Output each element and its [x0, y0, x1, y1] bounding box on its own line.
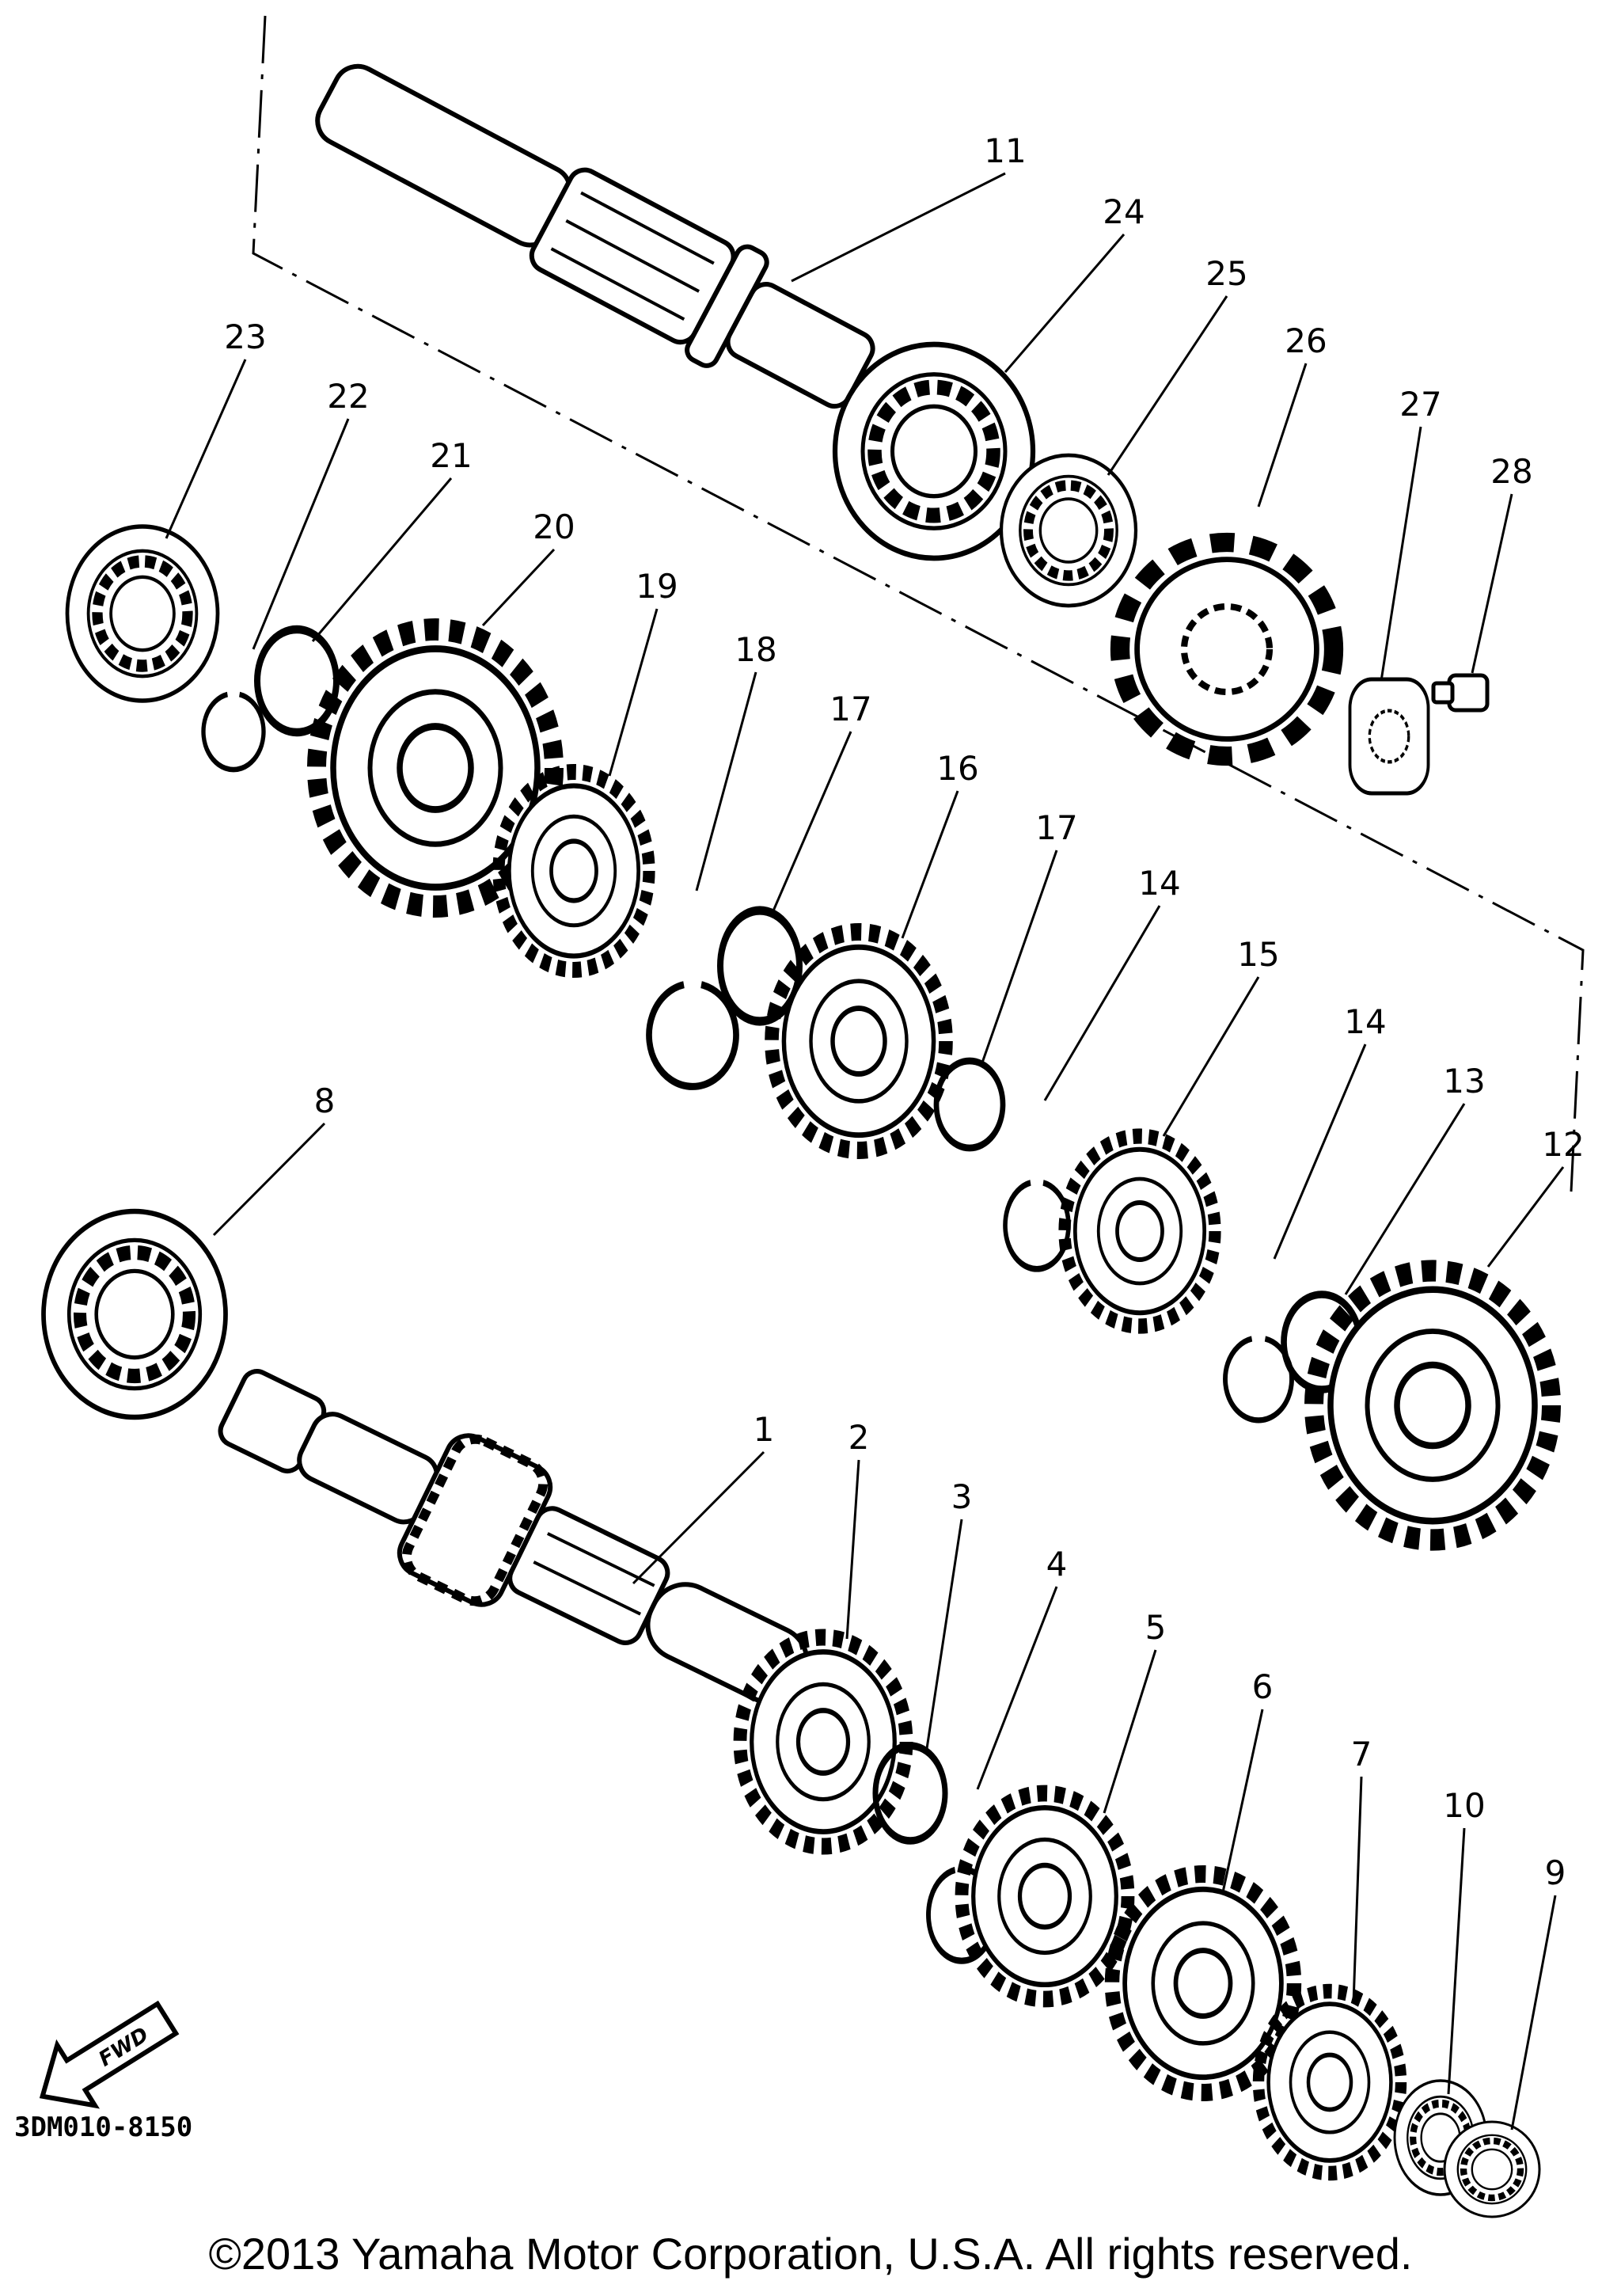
leader-line-c15: [1162, 976, 1260, 1137]
leader-line-c8: [212, 1122, 326, 1237]
washer-3: [875, 1746, 945, 1841]
leader-line-c14b: [1273, 1043, 1367, 1260]
callout-c16: 16: [936, 749, 978, 788]
bearing-8: [44, 1211, 226, 1417]
leader-line-c14a: [1043, 905, 1161, 1101]
callout-c7: 7: [1351, 1735, 1372, 1773]
washer-21: [257, 629, 336, 732]
leader-line-c20: [481, 548, 556, 627]
washer-17b: [936, 1061, 1003, 1148]
leader-line-c2: [845, 1459, 860, 1640]
gear-15: [1065, 1136, 1215, 1326]
callout-c12: 12: [1542, 1125, 1584, 1164]
oil-seal-25: [1001, 455, 1136, 606]
callout-leader-lines: [165, 172, 1565, 2131]
leader-line-c11: [791, 172, 1006, 283]
bearing-23: [67, 526, 218, 701]
leader-line-c24: [1004, 234, 1126, 373]
callout-c24: 24: [1103, 192, 1145, 231]
circlip-18: [649, 985, 736, 1087]
gear-5: [962, 1793, 1128, 1999]
leader-line-c7: [1352, 1776, 1363, 2004]
copyright-notice: ©2013 Yamaha Motor Corporation, U.S.A. A…: [208, 2229, 1413, 2279]
leader-line-c28: [1471, 493, 1513, 674]
callout-c23: 23: [224, 317, 266, 356]
oil-seal-9: [1444, 2122, 1539, 2217]
leader-line-c27: [1380, 426, 1422, 682]
callout-c18: 18: [735, 630, 776, 669]
callout-c20: 20: [533, 507, 575, 546]
callout-c21: 21: [430, 436, 472, 475]
leader-line-c3: [924, 1519, 963, 1754]
gear-7: [1258, 1991, 1401, 2173]
leader-line-c17b: [980, 850, 1058, 1066]
callout-c4: 4: [1046, 1545, 1068, 1583]
callout-c8: 8: [314, 1081, 336, 1120]
callout-c25: 25: [1205, 254, 1247, 293]
assembly-boundary: [252, 15, 1585, 1192]
leader-line-c17a: [770, 731, 852, 915]
callout-c26: 26: [1285, 321, 1327, 360]
callout-c14a: 14: [1138, 864, 1180, 903]
callout-c5: 5: [1145, 1608, 1167, 1647]
leader-line-c26: [1257, 363, 1308, 507]
leader-line-c6: [1221, 1709, 1264, 1893]
leader-line-c23: [165, 359, 247, 539]
lock-washer-27: [1348, 677, 1430, 796]
leader-line-c9: [1510, 1895, 1557, 2131]
callout-c27: 27: [1399, 385, 1441, 424]
callout-c22: 22: [327, 377, 369, 416]
leader-line-c1: [632, 1450, 765, 1585]
callout-c10: 10: [1443, 1786, 1485, 1825]
drive-sprocket-26: [1110, 532, 1344, 766]
callout-c28: 28: [1490, 452, 1532, 491]
leader-line-c22: [252, 418, 350, 650]
circlip-22: [203, 694, 264, 770]
leader-line-c5: [1103, 1649, 1157, 1814]
gear-6: [1112, 1874, 1294, 2093]
leader-line-c25: [1107, 295, 1228, 476]
callout-c17b: 17: [1035, 808, 1077, 847]
leader-line-c12: [1486, 1166, 1565, 1268]
callout-c3: 3: [951, 1477, 973, 1516]
drive-axle: [315, 63, 875, 409]
callout-c1: 1: [754, 1410, 775, 1449]
callout-c15: 15: [1237, 935, 1279, 974]
leader-line-c4: [976, 1586, 1058, 1790]
main-axle: [218, 1369, 810, 1705]
callout-c13: 13: [1443, 1062, 1485, 1100]
callout-c2: 2: [848, 1418, 870, 1457]
leader-line-c21: [311, 477, 453, 642]
callout-c11: 11: [984, 131, 1026, 170]
leader-line-c19: [608, 608, 659, 777]
callout-c6: 6: [1252, 1667, 1274, 1706]
bolt-28: [1431, 673, 1490, 713]
callout-c9: 9: [1545, 1853, 1566, 1892]
callout-c17a: 17: [829, 690, 871, 728]
diagram-code: 3DM010-8150: [14, 2112, 192, 2143]
leader-line-c13: [1344, 1103, 1466, 1295]
leader-line-c18: [695, 671, 757, 891]
callout-c14b: 14: [1344, 1002, 1386, 1041]
callout-c19: 19: [636, 567, 678, 606]
forward-arrow-icon: FWD: [39, 2000, 180, 2109]
leader-line-c16: [901, 790, 959, 939]
leader-line-c10: [1447, 1827, 1466, 2095]
